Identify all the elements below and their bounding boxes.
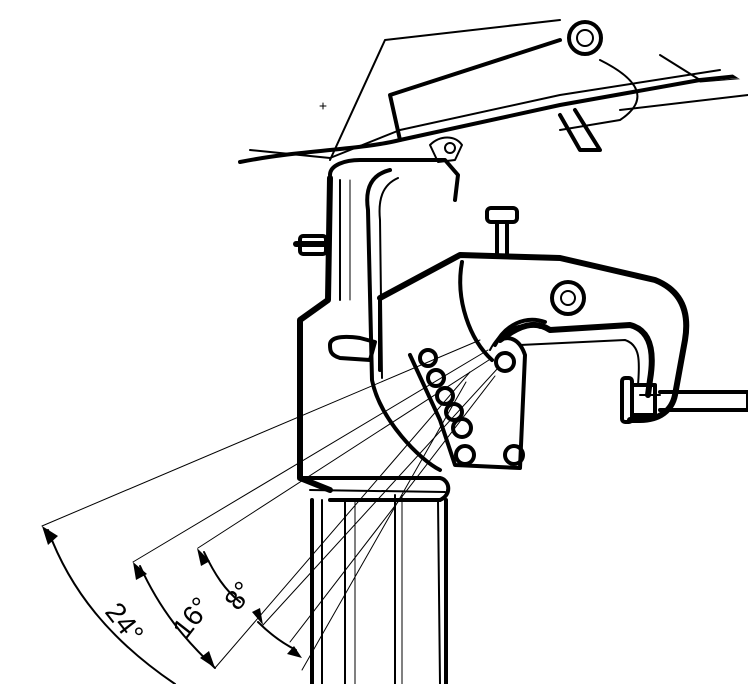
tilt-hole-icon bbox=[454, 444, 476, 466]
angle-label-16: 16° bbox=[166, 591, 216, 643]
tilt-hole-icon bbox=[426, 368, 446, 388]
pivot-bolt-icon bbox=[550, 280, 586, 316]
midsection-housing bbox=[293, 158, 460, 502]
clamp-bracket bbox=[377, 206, 748, 470]
boat-hull bbox=[238, 19, 748, 164]
tilt-hole-icon bbox=[494, 351, 516, 373]
vignette bbox=[238, 19, 748, 684]
angle-label-24: 24° bbox=[99, 597, 149, 649]
tilt-hole-icon bbox=[451, 417, 473, 439]
tilt-hole-icon bbox=[503, 444, 525, 466]
drive-shaft bbox=[310, 494, 448, 684]
angle-label-8: 8° bbox=[218, 576, 259, 616]
angle-guides bbox=[41, 339, 499, 684]
tilt-hole-icon bbox=[418, 348, 438, 368]
